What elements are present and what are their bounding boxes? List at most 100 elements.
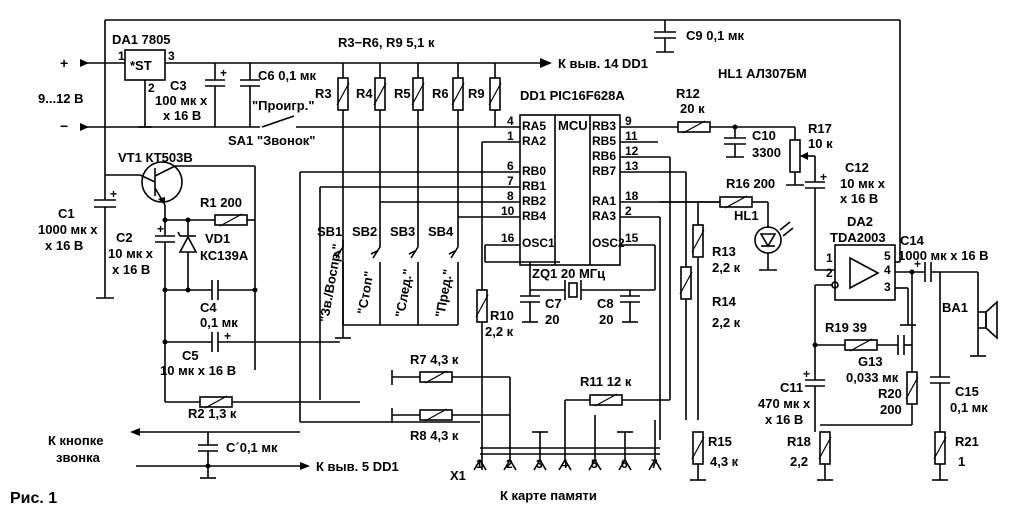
c11-plus: + — [803, 367, 810, 381]
c12-capacitor: + C12 10 мк x x 16 В — [805, 160, 886, 271]
r13-label: R13 — [712, 244, 736, 259]
c5-plus: + — [224, 329, 231, 343]
c1-capacitor: + C1 1000 мк x x 16 В — [38, 187, 117, 299]
ra1-label: RA1 — [592, 194, 616, 208]
x1-pin-3: 3 — [536, 457, 543, 471]
pin10-num: 10 — [501, 204, 515, 218]
dd1-label: DD1 PIC16F628A — [520, 88, 625, 103]
da1-regulator: *ST DA1 7805 1 3 2 — [112, 32, 175, 128]
pullup-resistors: R3 R4 R5 R6 R9 — [315, 63, 502, 325]
c4-capacitor: C4 0,1 мк — [162, 280, 258, 330]
da2-pin5: 5 — [884, 249, 891, 263]
r20-resistor: R20 200 — [820, 371, 919, 426]
r7-label: R7 4,3 к — [410, 352, 459, 367]
r13-r14: R13 2,2 к R14 2,2 к — [659, 157, 741, 440]
g13-value: 0,033 мк — [846, 370, 899, 385]
c12-value2: x 16 В — [840, 191, 878, 206]
pin12-num: 12 — [625, 144, 639, 158]
da1-pin1: 1 — [118, 49, 125, 63]
hl1-title-label: HL1 АЛ307БМ — [718, 66, 807, 81]
r3-label: R3 — [315, 86, 332, 101]
c3-plus: + — [220, 66, 227, 80]
pin11-num: 11 — [625, 129, 638, 143]
c11-capacitor: + C11 470 мк x x 16 В — [758, 367, 825, 432]
r9-label: R9 — [468, 86, 485, 101]
pin8-num: 8 — [507, 189, 514, 203]
sa1-switch: "Проигр." SA1 "Звонок" — [228, 98, 315, 148]
input-terminals: + − 9...12 В — [38, 55, 89, 134]
bell-section: К кнопке звонка C´0,1 мк К выв. 5 DD1 — [48, 428, 399, 479]
r10-label: R10 — [490, 308, 514, 323]
ra3-label: RA3 — [592, 209, 616, 223]
x1-pin-6: 6 — [621, 457, 628, 471]
c14-plus: + — [914, 257, 921, 271]
da2-label: DA2 — [847, 214, 873, 229]
c12-value1: 10 мк x — [840, 176, 886, 191]
ra2-label: RA2 — [522, 134, 546, 148]
da2-value: TDA2003 — [830, 230, 886, 245]
c3-value1: 100 мк x — [155, 93, 208, 108]
rb7-label: RB7 — [592, 164, 616, 178]
pin4-num: 4 — [507, 114, 514, 128]
c2-capacitor: + C2 10 мк x x 16 В — [108, 220, 175, 402]
r12-label: R12 — [676, 86, 700, 101]
to-dd1-5-label: К выв. 5 DD1 — [316, 459, 399, 474]
da2-pin1: 1 — [826, 251, 833, 265]
c1-value1: 1000 мк x — [38, 222, 98, 237]
r16-label: R16 200 — [726, 176, 775, 191]
x1-pin-7: 7 — [651, 457, 658, 471]
x1-pin-5: 5 — [591, 457, 598, 471]
rb4-label: RB4 — [522, 209, 546, 223]
sb4-name: "Пред." — [432, 268, 455, 319]
da2-pin4: 4 — [884, 263, 891, 277]
c1-value2: x 16 В — [45, 238, 83, 253]
c11-value2: x 16 В — [765, 412, 803, 427]
r14-label: R14 — [712, 294, 737, 309]
rb2-label: RB2 — [522, 194, 546, 208]
sb3-name: "След." — [392, 268, 415, 319]
c6-capacitor: C6 0,1 мк — [240, 63, 317, 127]
sa1-play-label: "Проигр." — [252, 98, 315, 113]
c7-label: C7 — [545, 296, 562, 311]
sb4-label: SB4 — [428, 224, 454, 239]
c5-capacitor: + C5 10 мк x 16 В — [160, 329, 340, 378]
c3-capacitor: + C3 100 мк x x 16 В — [155, 63, 227, 127]
da2-amplifier: DA2 TDA2003 1 2 5 4 3 — [814, 214, 925, 372]
da1-pin2: 2 — [148, 81, 155, 95]
pin1-num: 1 — [507, 129, 514, 143]
pin15-num: 15 — [625, 231, 639, 245]
r20-label: R20 — [878, 386, 902, 401]
c14-label: C14 — [900, 233, 925, 248]
to-button-label: К кнопке — [48, 433, 103, 448]
c14-value: 1000 мк x 16 В — [898, 248, 989, 263]
c15-r21: C15 0,1 мк R21 1 — [930, 272, 988, 481]
c8-label: C8 — [597, 296, 614, 311]
c9-capacitor: C9 0,1 мк — [654, 20, 745, 53]
to-button-label2: звонка — [56, 450, 101, 465]
x1-label: X1 — [450, 468, 466, 483]
r17-label: R17 — [808, 121, 832, 136]
card-label: К карте памяти — [500, 488, 597, 503]
vt1-label: VT1 КТ503В — [118, 150, 193, 165]
r-group-label: R3−R6, R9 5,1 к — [338, 35, 435, 50]
c4-label: C4 — [200, 300, 217, 315]
c9-label: C9 0,1 мк — [686, 28, 745, 43]
r4-label: R4 — [356, 86, 373, 101]
c7-value: 20 — [545, 312, 559, 327]
power-rails — [80, 19, 901, 262]
ra5-label: RA5 — [522, 119, 546, 133]
figure-label: Рис. 1 — [10, 490, 57, 507]
r8-label: R8 4,3 к — [410, 428, 459, 443]
pin13-num: 13 — [625, 159, 639, 173]
hl1-label: HL1 — [734, 208, 759, 223]
r21-label: R21 — [955, 434, 979, 449]
r15-resistor: R15 4,3 к — [690, 431, 739, 481]
minus-label: − — [60, 118, 68, 134]
osc1-label: OSC1 — [522, 236, 555, 250]
c5-value: 10 мк x 16 В — [160, 363, 236, 378]
c14-ba1: + C14 1000 мк x 16 В BA1 — [898, 233, 998, 357]
r10-resistor: R10 2,2 к — [475, 142, 514, 470]
pin2-num: 2 — [625, 204, 632, 218]
